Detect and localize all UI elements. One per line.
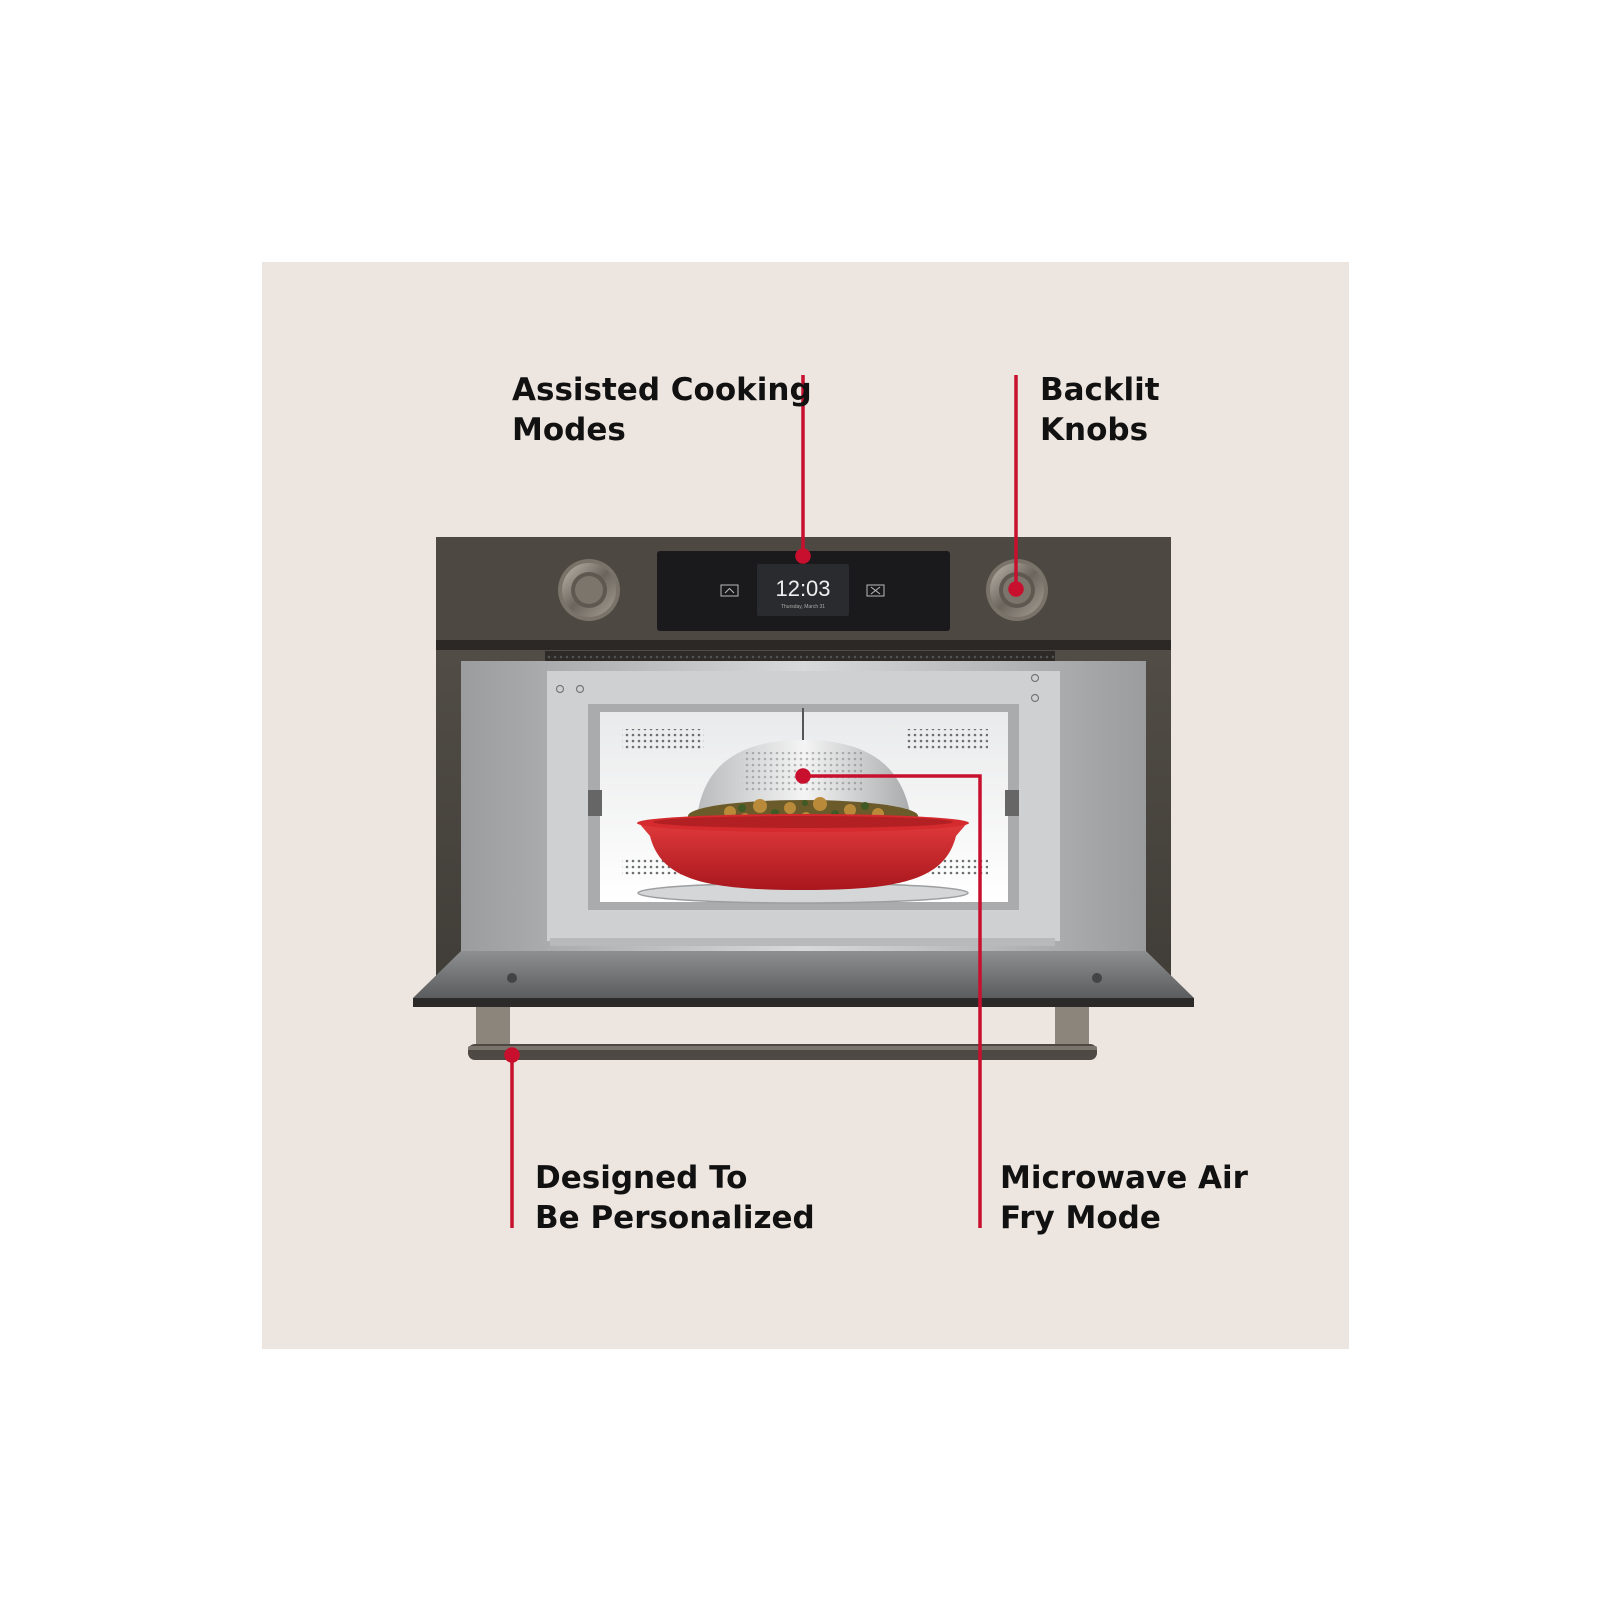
oven-door: [413, 951, 1194, 998]
callout-line-1: Microwave Air: [1000, 1160, 1248, 1196]
callout-line-2: Modes: [512, 412, 626, 448]
callout-designed-to-be-personalized: Designed To Be Personalized: [535, 1158, 815, 1238]
door-handle[interactable]: [468, 1007, 1097, 1060]
home-icon[interactable]: [720, 584, 739, 597]
left-knob[interactable]: [558, 559, 620, 621]
display-date: Thursday, March 31: [781, 604, 825, 610]
callout-line-2: Be Personalized: [535, 1200, 815, 1236]
callout-lines: [504, 375, 1024, 1228]
callout-line-2: Knobs: [1040, 412, 1149, 448]
touch-screen[interactable]: [757, 564, 849, 616]
callout-backlit-knobs: Backlit Knobs: [1040, 370, 1160, 450]
red-baking-dish: [637, 814, 969, 890]
display-time: 12:03: [775, 576, 830, 601]
callout-microwave-air-fry-mode: Microwave Air Fry Mode: [1000, 1158, 1248, 1238]
callout-line-1: Backlit: [1040, 372, 1160, 408]
close-icon[interactable]: [866, 584, 885, 597]
callout-assisted-cooking-modes: Assisted Cooking Modes: [512, 370, 812, 450]
callout-line-2: Fry Mode: [1000, 1200, 1161, 1236]
callout-line-1: Designed To: [535, 1160, 748, 1196]
callout-line-1: Assisted Cooking: [512, 372, 812, 408]
